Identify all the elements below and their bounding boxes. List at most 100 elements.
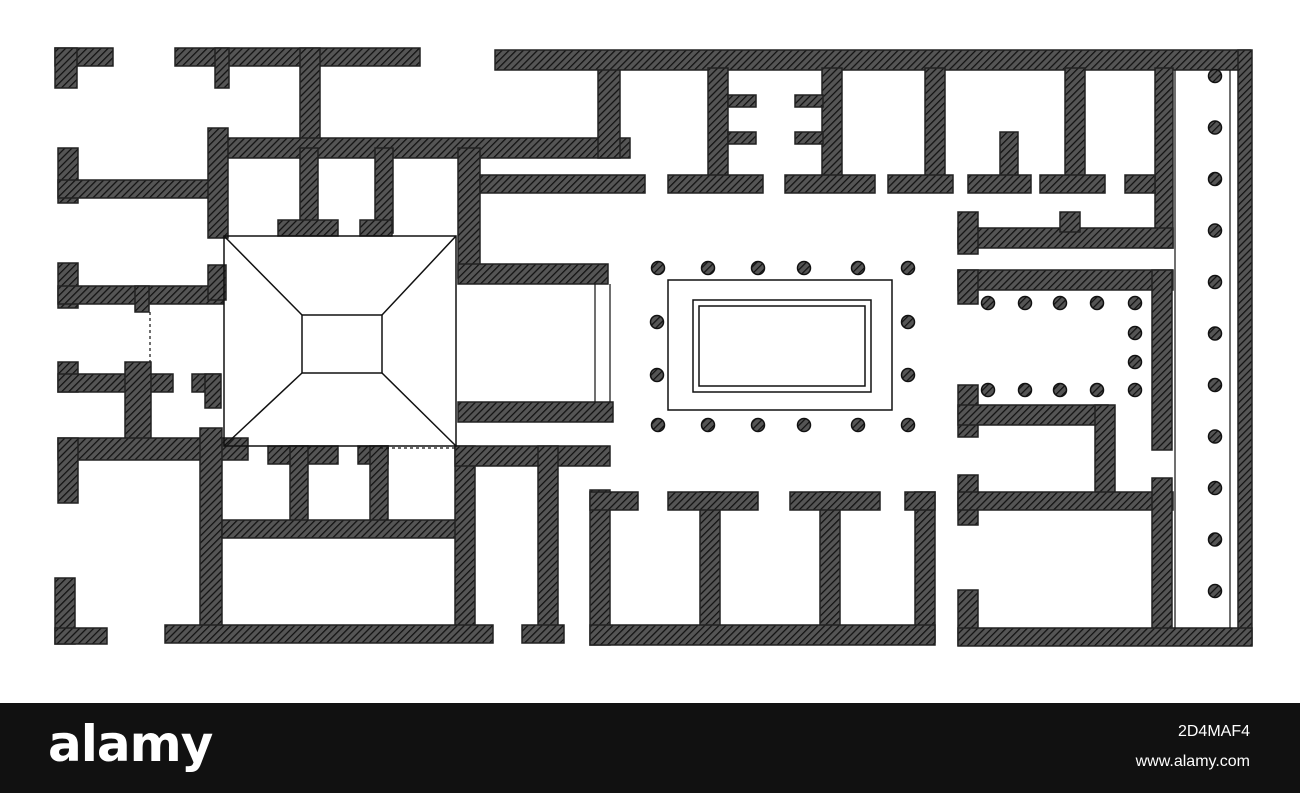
floor-plan [54, 47, 1253, 647]
wall-segment [707, 67, 729, 179]
garden-border [667, 279, 893, 411]
roof-line [223, 235, 303, 316]
column-icon [900, 417, 916, 433]
atrium-outline [223, 235, 457, 447]
column-icon [1207, 429, 1223, 444]
wall-segment [521, 624, 565, 644]
column-icon [1127, 354, 1143, 370]
wall-segment [1151, 477, 1173, 644]
site-url-label: www.alamy.com [1135, 753, 1250, 770]
wall-segment [369, 445, 389, 527]
wall-segment [457, 263, 609, 285]
wall-segment [914, 491, 936, 643]
wall-segment [207, 264, 227, 301]
wall-segment [904, 491, 936, 511]
column-icon [1017, 295, 1033, 311]
column-icon [796, 260, 812, 276]
wall-segment [589, 491, 639, 511]
alamy-logo: alamy [48, 715, 213, 773]
column-icon [1127, 325, 1143, 341]
wall-segment [821, 67, 843, 179]
wall-segment [789, 491, 881, 511]
wall-segment [277, 219, 339, 237]
wall-segment [1094, 404, 1116, 496]
column-icon [649, 367, 665, 383]
column-icon [1089, 382, 1105, 398]
column-icon [900, 314, 916, 330]
wall-segment [57, 437, 79, 504]
wall-segment [887, 174, 954, 194]
wall-segment [207, 127, 229, 239]
garden-pool-inner [698, 305, 866, 387]
column-icon [1207, 274, 1223, 290]
wall-segment [957, 627, 1253, 647]
wall-segment [214, 47, 230, 89]
wall-segment [957, 269, 1174, 291]
wall-segment [589, 624, 936, 646]
wall-segment [164, 624, 494, 644]
wall-segment [199, 427, 223, 639]
peristyle-garden [667, 279, 893, 411]
floor-plan-drawing [54, 47, 1253, 647]
wall-segment [794, 94, 824, 108]
wall-segment [134, 285, 150, 313]
wall-segment [54, 627, 108, 645]
wall-segment [204, 373, 222, 409]
column-icon [796, 417, 812, 433]
wall-segment [1059, 211, 1081, 233]
column-icon [750, 417, 766, 433]
wall-segment [727, 131, 757, 145]
wall-segment [174, 47, 421, 67]
watermark-footer: alamy 2D4MAF4 www.alamy.com [0, 703, 1300, 793]
wall-segment [54, 47, 78, 89]
roof-line [381, 372, 457, 447]
roof-line [223, 372, 303, 447]
east-portico [1174, 70, 1231, 628]
column-icon [1207, 326, 1223, 341]
column-icon [700, 417, 716, 433]
column-icon [850, 417, 866, 433]
column-icon [1207, 68, 1223, 84]
impluvium [301, 314, 383, 374]
wall-segment [1154, 67, 1174, 249]
wall-segment [479, 174, 646, 194]
wall-segment [457, 147, 481, 279]
east-wing-walls [494, 49, 1253, 647]
column-icon [650, 260, 666, 276]
wall-segment [819, 491, 841, 643]
wall-segment [957, 491, 1174, 511]
wall-segment [359, 219, 393, 237]
column-icon-group [649, 68, 1223, 599]
wall-segment [784, 174, 876, 194]
column-icon [700, 260, 716, 276]
wall-segment [957, 269, 979, 305]
wall-segment [967, 174, 1032, 194]
wall-segment [299, 47, 321, 149]
wall-segment [454, 445, 611, 467]
column-icon [1207, 480, 1223, 496]
column-icon [980, 382, 996, 398]
thresholds [149, 312, 455, 449]
wall-segment [667, 491, 759, 511]
column-icon [1207, 120, 1223, 135]
garden-pool [692, 299, 872, 393]
wall-segment [221, 519, 463, 539]
column-icon [1207, 171, 1223, 187]
column-icon [1052, 295, 1068, 311]
roof-line [381, 235, 457, 316]
wall-segment [1237, 49, 1253, 646]
wall-segment [1039, 174, 1106, 194]
west-wing-walls [54, 47, 646, 645]
wall-segment [57, 179, 219, 199]
column-icon [1052, 382, 1068, 398]
column-icon [650, 417, 666, 433]
wall-segment [1124, 174, 1156, 194]
wall-segment [924, 67, 946, 179]
column-icon [1127, 295, 1143, 311]
wall-segment [794, 131, 824, 145]
column-icon [1207, 532, 1223, 547]
column-icon [900, 260, 916, 276]
wall-segment [454, 445, 476, 637]
wall-segment [209, 137, 631, 159]
image-id-label: 2D4MAF4 [1177, 723, 1250, 740]
